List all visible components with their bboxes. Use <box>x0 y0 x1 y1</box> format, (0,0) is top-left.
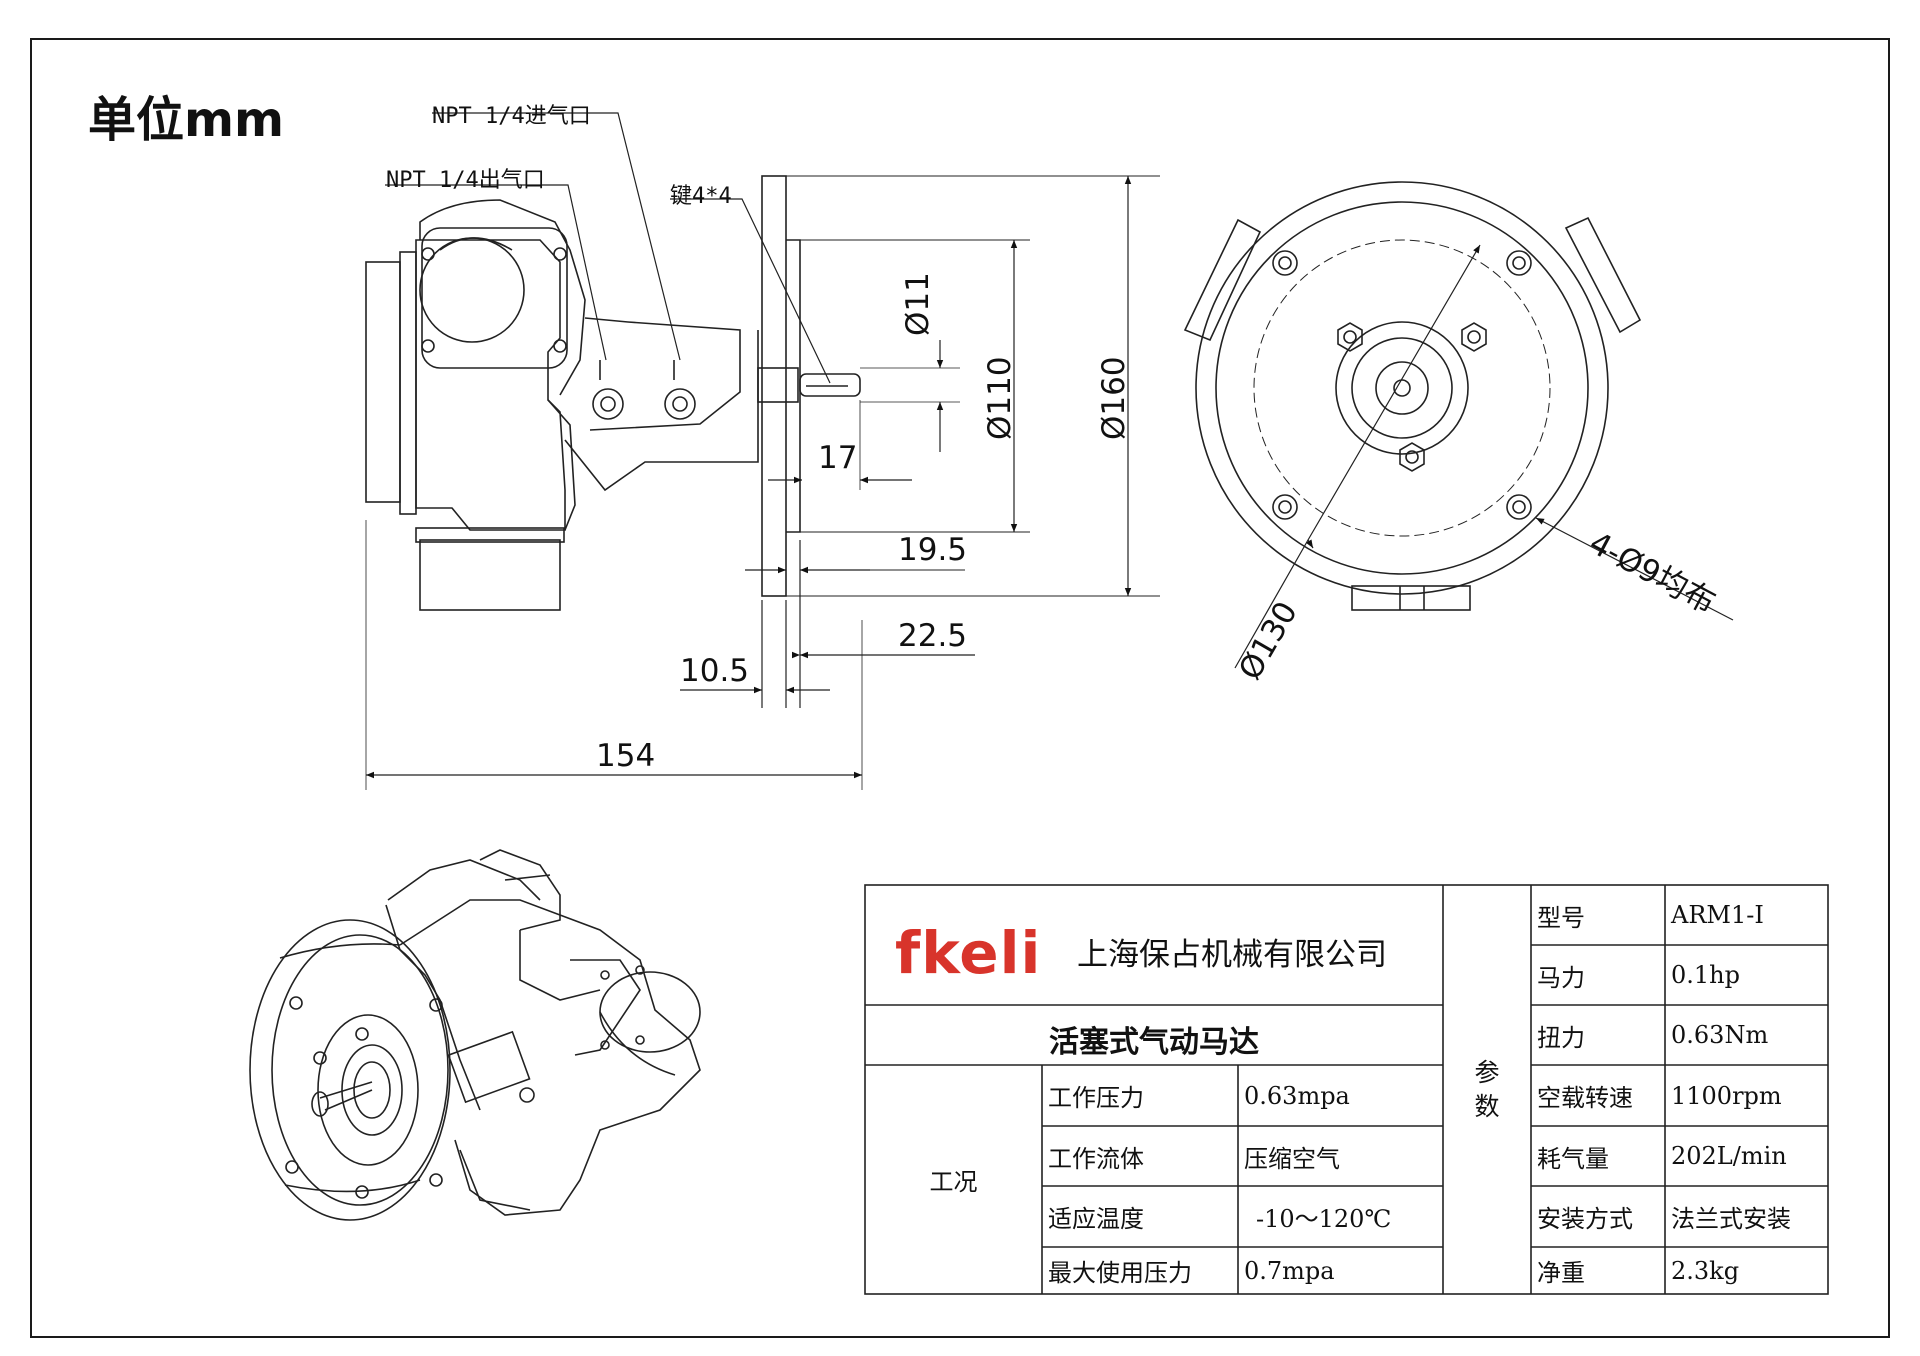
param-name: 安装方式 <box>1537 1205 1633 1233</box>
isometric-view <box>249 849 701 1221</box>
dim-10-5: 10.5 <box>680 653 750 689</box>
dim-19-5: 19.5 <box>898 532 968 568</box>
title-block-grid <box>864 884 1829 1295</box>
front-view <box>1183 181 1734 669</box>
param-name: 型号 <box>1537 903 1585 932</box>
dim-d160: Ø160 <box>1096 356 1132 440</box>
outlet-label: NPT 1/4出气口 <box>386 168 545 193</box>
drawing-frame <box>30 38 1890 1338</box>
inlet-label: NPT 1/4进气口 <box>432 104 591 129</box>
param-name: 马力 <box>1537 963 1585 992</box>
param-name: 空载转速 <box>1537 1084 1633 1112</box>
param-value: 1100rpm <box>1671 1081 1782 1110</box>
condition-value: 0.7mpa <box>1244 1256 1335 1285</box>
param-value: 2.3kg <box>1671 1256 1740 1285</box>
title-block: fkeli 上海保占机械有限公司 活塞式气动马达 工况 工作压力 0.63mpa… <box>865 885 1828 1294</box>
param-name: 净重 <box>1537 1259 1585 1287</box>
params-label-char: 数 <box>1474 1091 1500 1121</box>
company-name: 上海保占机械有限公司 <box>1077 937 1387 973</box>
condition-value: -10～120℃ <box>1256 1205 1392 1233</box>
condition-name: 工作压力 <box>1048 1084 1144 1112</box>
dim-22-5: 22.5 <box>898 618 968 654</box>
product-name: 活塞式气动马达 <box>1049 1025 1259 1060</box>
side-view <box>365 175 1160 611</box>
param-value: 202L/min <box>1671 1142 1787 1170</box>
param-value: 0.1hp <box>1671 961 1740 989</box>
condition-value: 0.63mpa <box>1244 1081 1350 1110</box>
dim-17: 17 <box>818 440 858 476</box>
dim-d110: Ø110 <box>982 356 1018 440</box>
dim-d11: Ø11 <box>900 272 936 336</box>
params-label: 参 数 <box>1443 885 1531 1294</box>
condition-value: 压缩空气 <box>1244 1144 1340 1173</box>
param-name: 耗气量 <box>1537 1144 1609 1173</box>
condition-name: 工作流体 <box>1048 1144 1144 1173</box>
param-value: 法兰式安装 <box>1671 1205 1791 1233</box>
condition-name: 适应温度 <box>1048 1205 1144 1233</box>
dim-154: 154 <box>596 738 656 774</box>
condition-name: 最大使用压力 <box>1048 1259 1192 1287</box>
key-label: 键4*4 <box>670 184 732 209</box>
param-value: ARM1-I <box>1671 901 1764 929</box>
param-value: 0.63Nm <box>1671 1021 1769 1049</box>
unit-label: 单位mm <box>88 92 285 148</box>
params-label-char: 参 <box>1474 1057 1500 1087</box>
brand-logo: fkeli <box>895 919 1042 987</box>
param-name: 扭力 <box>1537 1023 1585 1052</box>
working-condition-label: 工况 <box>929 1168 978 1196</box>
